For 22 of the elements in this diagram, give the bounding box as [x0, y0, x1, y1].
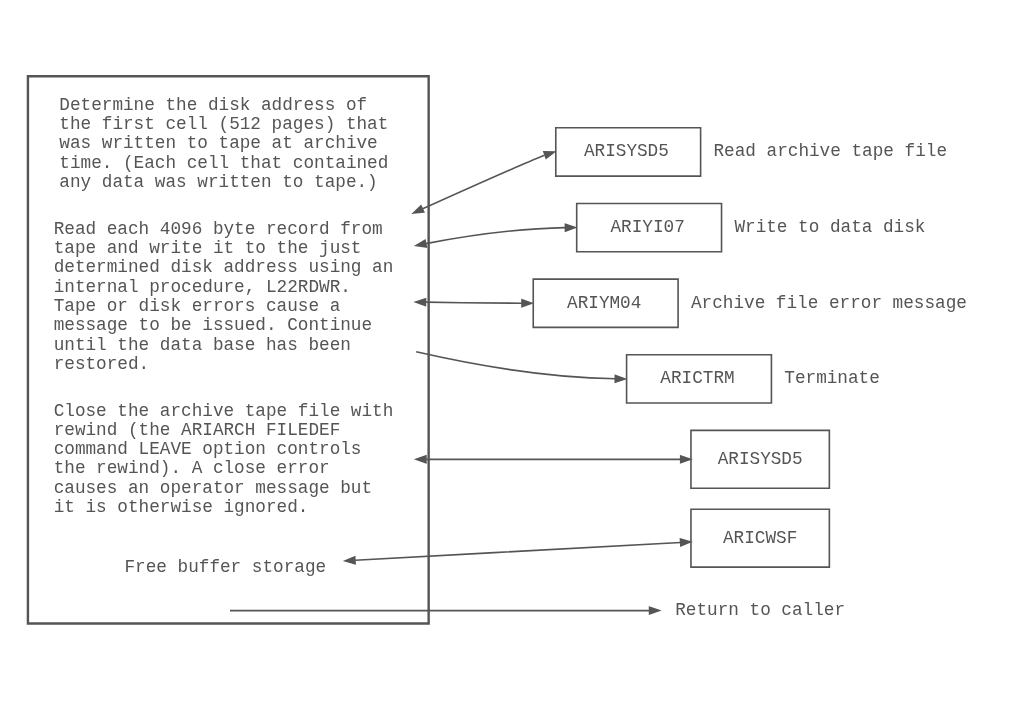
node-label: Terminate: [784, 367, 880, 388]
arrow: [342, 537, 693, 565]
node-label: Archive file error message: [690, 292, 967, 313]
arrow: [413, 297, 535, 308]
node-text: Return to caller: [675, 599, 846, 620]
node-label: Write to data disk: [734, 216, 926, 237]
node-box: ARIYM04: [532, 277, 679, 328]
node-box: ARISYSD5: [690, 429, 831, 489]
node-box: ARIYI07: [575, 202, 723, 253]
node-box: ARISYSD5: [554, 126, 702, 177]
node-box: ARICWSF: [690, 507, 831, 568]
arrow: [415, 350, 628, 383]
arrow: [413, 454, 693, 464]
node-text: Free buffer storage: [124, 556, 327, 577]
arrow: [413, 222, 578, 248]
node-text: Read each 4096 byte record from tape and write it to the just determined disk address using an internal procedure, L22RDWR. Tape or disk errors cause a message to be issued. Continue until the data base has been restored.: [53, 218, 394, 374]
node-text: Determine the disk address of the first cell (512 pages) that was written to tape at archive time. (Each cell that contained any data was written to tape.): [59, 94, 389, 192]
node-label: Read archive tape file: [713, 140, 947, 161]
node-box: ARICTRM: [625, 353, 773, 404]
node-text: Close the archive tape file with rewind (the ARIARCH FILEDEF command LEAVE option controls the rewind). A close error causes an operator message but it is otherwise ignored.: [53, 400, 394, 517]
arrow: [411, 150, 557, 214]
arrow: [229, 605, 662, 615]
